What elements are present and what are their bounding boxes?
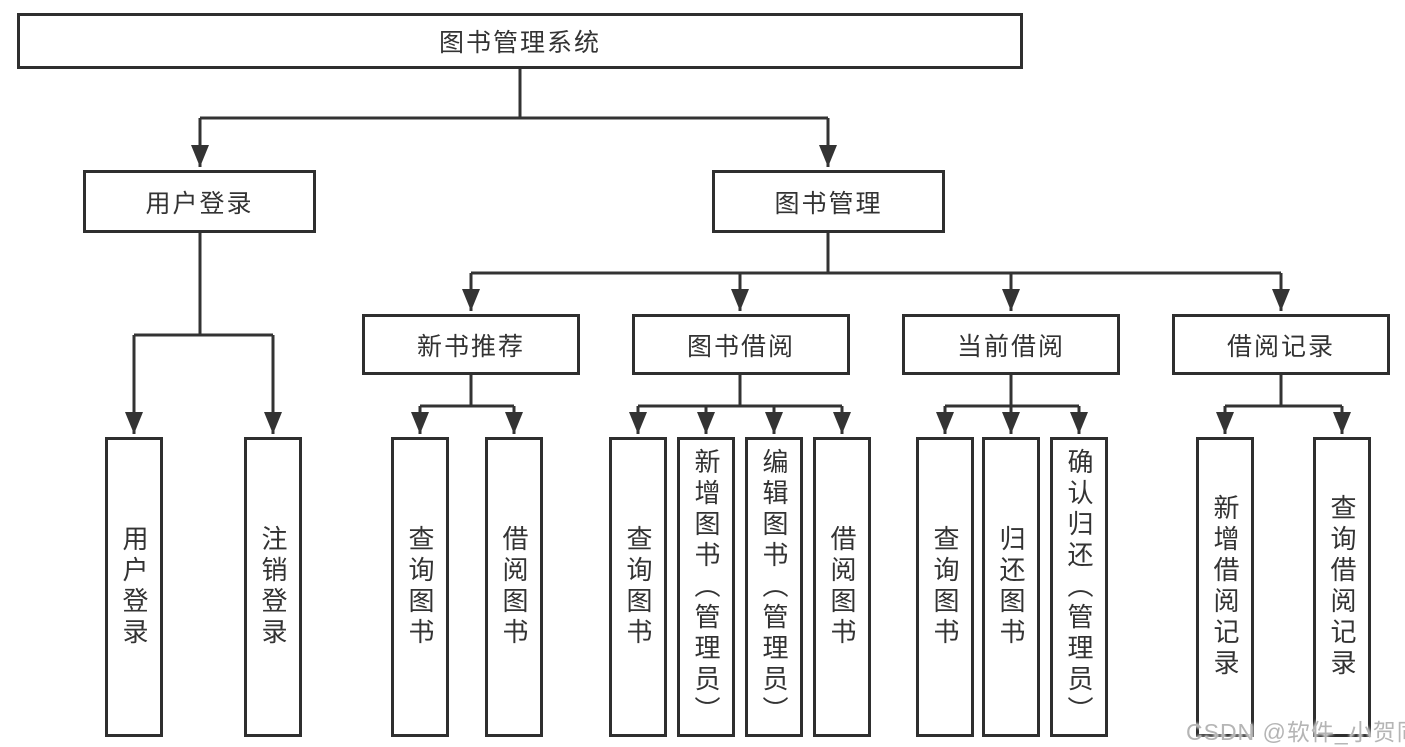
node-label: 查询图书 [930, 525, 960, 649]
node-label: 新增借阅记录 [1210, 494, 1240, 680]
leaf-user-login: 用户登录 [105, 437, 163, 737]
connector-user-login-children [125, 233, 282, 434]
connector-current-borrow-children [936, 375, 1088, 434]
connector-book-borrow-children [629, 375, 851, 434]
node-label: 借阅记录 [1226, 332, 1335, 361]
node-label: 图书借阅 [686, 332, 795, 361]
node-current-borrow: 当前借阅 [902, 314, 1120, 375]
node-borrow-record: 借阅记录 [1172, 314, 1390, 375]
connector-book-management-children [462, 233, 1290, 311]
leaf-query-borrow-record: 查询借阅记录 [1313, 437, 1371, 737]
node-label: 借阅图书 [499, 525, 529, 649]
leaf-query-book-borrow: 查询图书 [609, 437, 667, 737]
node-label: 用户登录 [119, 525, 149, 649]
node-book-management: 图书管理 [712, 170, 945, 233]
node-label: 借阅图书 [827, 525, 857, 649]
node-label: 注销登录 [258, 525, 288, 649]
leaf-borrow-book: 借阅图书 [813, 437, 871, 737]
node-label: 新增图书（管理员） [691, 447, 721, 727]
leaf-add-borrow-record: 新增借阅记录 [1196, 437, 1254, 737]
connector-new-book-recommend-children [411, 375, 523, 434]
leaf-query-book-recommend: 查询图书 [391, 437, 449, 737]
leaf-logout: 注销登录 [244, 437, 302, 737]
node-label: 确认归还（管理员） [1064, 447, 1094, 727]
node-user-login: 用户登录 [83, 170, 316, 233]
csdn-watermark: CSDN @软件_小贺同学 [1186, 719, 1405, 745]
node-root-system: 图书管理系统 [17, 13, 1023, 69]
leaf-add-book-admin: 新增图书（管理员） [677, 437, 735, 737]
node-label: 用户登录 [145, 189, 254, 218]
node-label: 图书管理系统 [438, 29, 601, 57]
leaf-edit-book-admin: 编辑图书（管理员） [745, 437, 803, 737]
node-label: 归还图书 [996, 525, 1026, 649]
node-label: 图书管理 [774, 189, 883, 218]
leaf-confirm-return-admin: 确认归还（管理员） [1050, 437, 1108, 737]
node-new-book-recommend: 新书推荐 [362, 314, 580, 375]
node-label: 查询图书 [623, 525, 653, 649]
leaf-query-book-current: 查询图书 [916, 437, 974, 737]
leaf-borrow-book-recommend: 借阅图书 [485, 437, 543, 737]
connector-root-to-level2 [191, 69, 837, 167]
node-book-borrow: 图书借阅 [632, 314, 850, 375]
node-label: 新书推荐 [416, 332, 525, 361]
node-label: 查询图书 [405, 525, 435, 649]
leaf-return-book: 归还图书 [982, 437, 1040, 737]
node-label: 查询借阅记录 [1327, 494, 1357, 680]
node-label: 当前借阅 [956, 332, 1065, 361]
node-label: 编辑图书（管理员） [759, 447, 789, 727]
connector-borrow-record-children [1216, 375, 1351, 434]
